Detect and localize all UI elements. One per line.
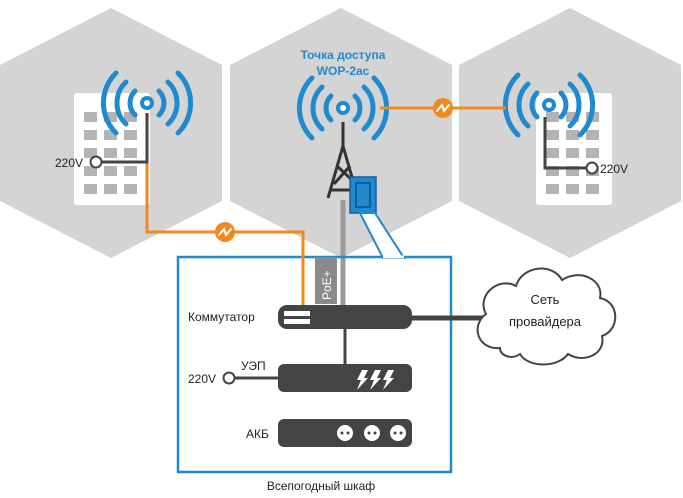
poe-label-box: [315, 257, 337, 304]
switch-label: Коммутатор: [188, 310, 255, 324]
access-point-title: Точка доступа: [301, 48, 386, 62]
right-power-connector: [585, 161, 599, 175]
poe-label: PoE+: [320, 270, 334, 300]
cloud-line2: провайдера: [509, 314, 582, 329]
right-wifi-icon: [502, 72, 596, 138]
cloud-line1: Сеть: [531, 292, 560, 307]
right-power-cable: [543, 117, 586, 170]
battery-outlets-icon: [337, 425, 406, 441]
link-icon: [215, 222, 235, 242]
cloud-icon: [476, 267, 617, 366]
left-power-connector: [89, 155, 103, 169]
lightning-icon: [357, 370, 394, 390]
left-power-label: 220V: [55, 156, 83, 170]
cabinet-frame: [176, 255, 453, 474]
ups-label: УЭП: [241, 359, 266, 373]
ups-power-label: 220V: [188, 372, 216, 386]
ap-device-icon: [349, 176, 377, 214]
center-hexagon: [230, 8, 452, 258]
cabinet-label: Всепогодный шкаф: [267, 479, 375, 493]
link-icon: [433, 98, 453, 118]
left-power-cable: [102, 113, 149, 164]
switch-device: [278, 305, 412, 329]
access-point-model: WOP-2ac: [317, 64, 370, 78]
left-building-icon: [74, 93, 150, 205]
battery-label: АКБ: [246, 427, 269, 441]
ups-power-connector: [222, 371, 236, 385]
right-power-label: 220V: [600, 162, 628, 176]
left-wifi-icon: [100, 70, 194, 136]
